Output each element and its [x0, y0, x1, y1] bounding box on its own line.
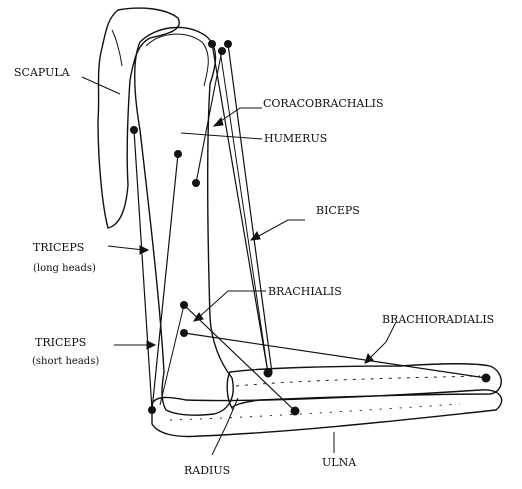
attachment-point: [208, 40, 216, 48]
attachment-point: [180, 329, 188, 337]
ulna-ridge: [170, 404, 460, 420]
triceps-long-line: [134, 130, 152, 410]
biceps-leader: [255, 220, 305, 238]
attachment-point: [148, 406, 156, 414]
scapula-ridge: [112, 30, 122, 66]
triceps-long-leader: [108, 246, 144, 250]
label-triceps-short-sub: (short heads): [32, 356, 99, 367]
attachment-point: [192, 179, 200, 187]
humerus-leader: [181, 133, 262, 139]
label-coracobrachialis: CORACOBRACHALIS: [263, 97, 384, 110]
humerus-bone: [135, 27, 233, 415]
humerus-inner-outline: [146, 34, 208, 86]
biceps-line-b: [228, 44, 272, 373]
attachment-point: [224, 40, 232, 48]
attachment-point: [180, 301, 188, 309]
label-scapula: SCAPULA: [14, 66, 71, 79]
brachialis-line: [184, 305, 295, 411]
label-brachioradialis: BRACHIORADIALIS: [382, 313, 494, 326]
attachment-point: [264, 369, 273, 378]
brachioradialis-leader: [368, 322, 396, 360]
attachment-point: [291, 407, 300, 416]
label-radius: RADIUS: [184, 464, 230, 477]
attachment-point: [174, 150, 182, 158]
biceps-line-a: [212, 44, 268, 373]
brachioradialis-arrowhead: [365, 354, 373, 363]
radius-ridge: [236, 376, 480, 386]
label-humerus: HUMERUS: [264, 132, 327, 145]
attachment-point: [482, 374, 491, 383]
biceps-arrowhead: [251, 232, 260, 240]
radius-leader: [212, 398, 238, 455]
label-triceps-long: TRICEPS: [33, 241, 84, 254]
label-ulna: ULNA: [322, 456, 357, 469]
label-triceps-short: TRICEPS: [35, 336, 86, 349]
coracobrachialis-line: [196, 50, 222, 183]
triceps-short-arrowhead: [147, 341, 155, 349]
biceps-line-c: [220, 50, 268, 373]
attachment-point: [218, 47, 226, 55]
scapula-leader: [82, 77, 120, 94]
label-biceps: BICEPS: [316, 204, 360, 217]
brachioradialis-line: [184, 333, 486, 378]
label-triceps-long-sub: (long heads): [33, 263, 96, 274]
label-brachialis: BRACHIALIS: [268, 285, 342, 298]
coracobrachialis-arrowhead: [214, 118, 223, 126]
triceps-long-arrowhead: [140, 246, 148, 254]
leader-lines: [82, 77, 396, 455]
attachment-point: [130, 126, 138, 134]
